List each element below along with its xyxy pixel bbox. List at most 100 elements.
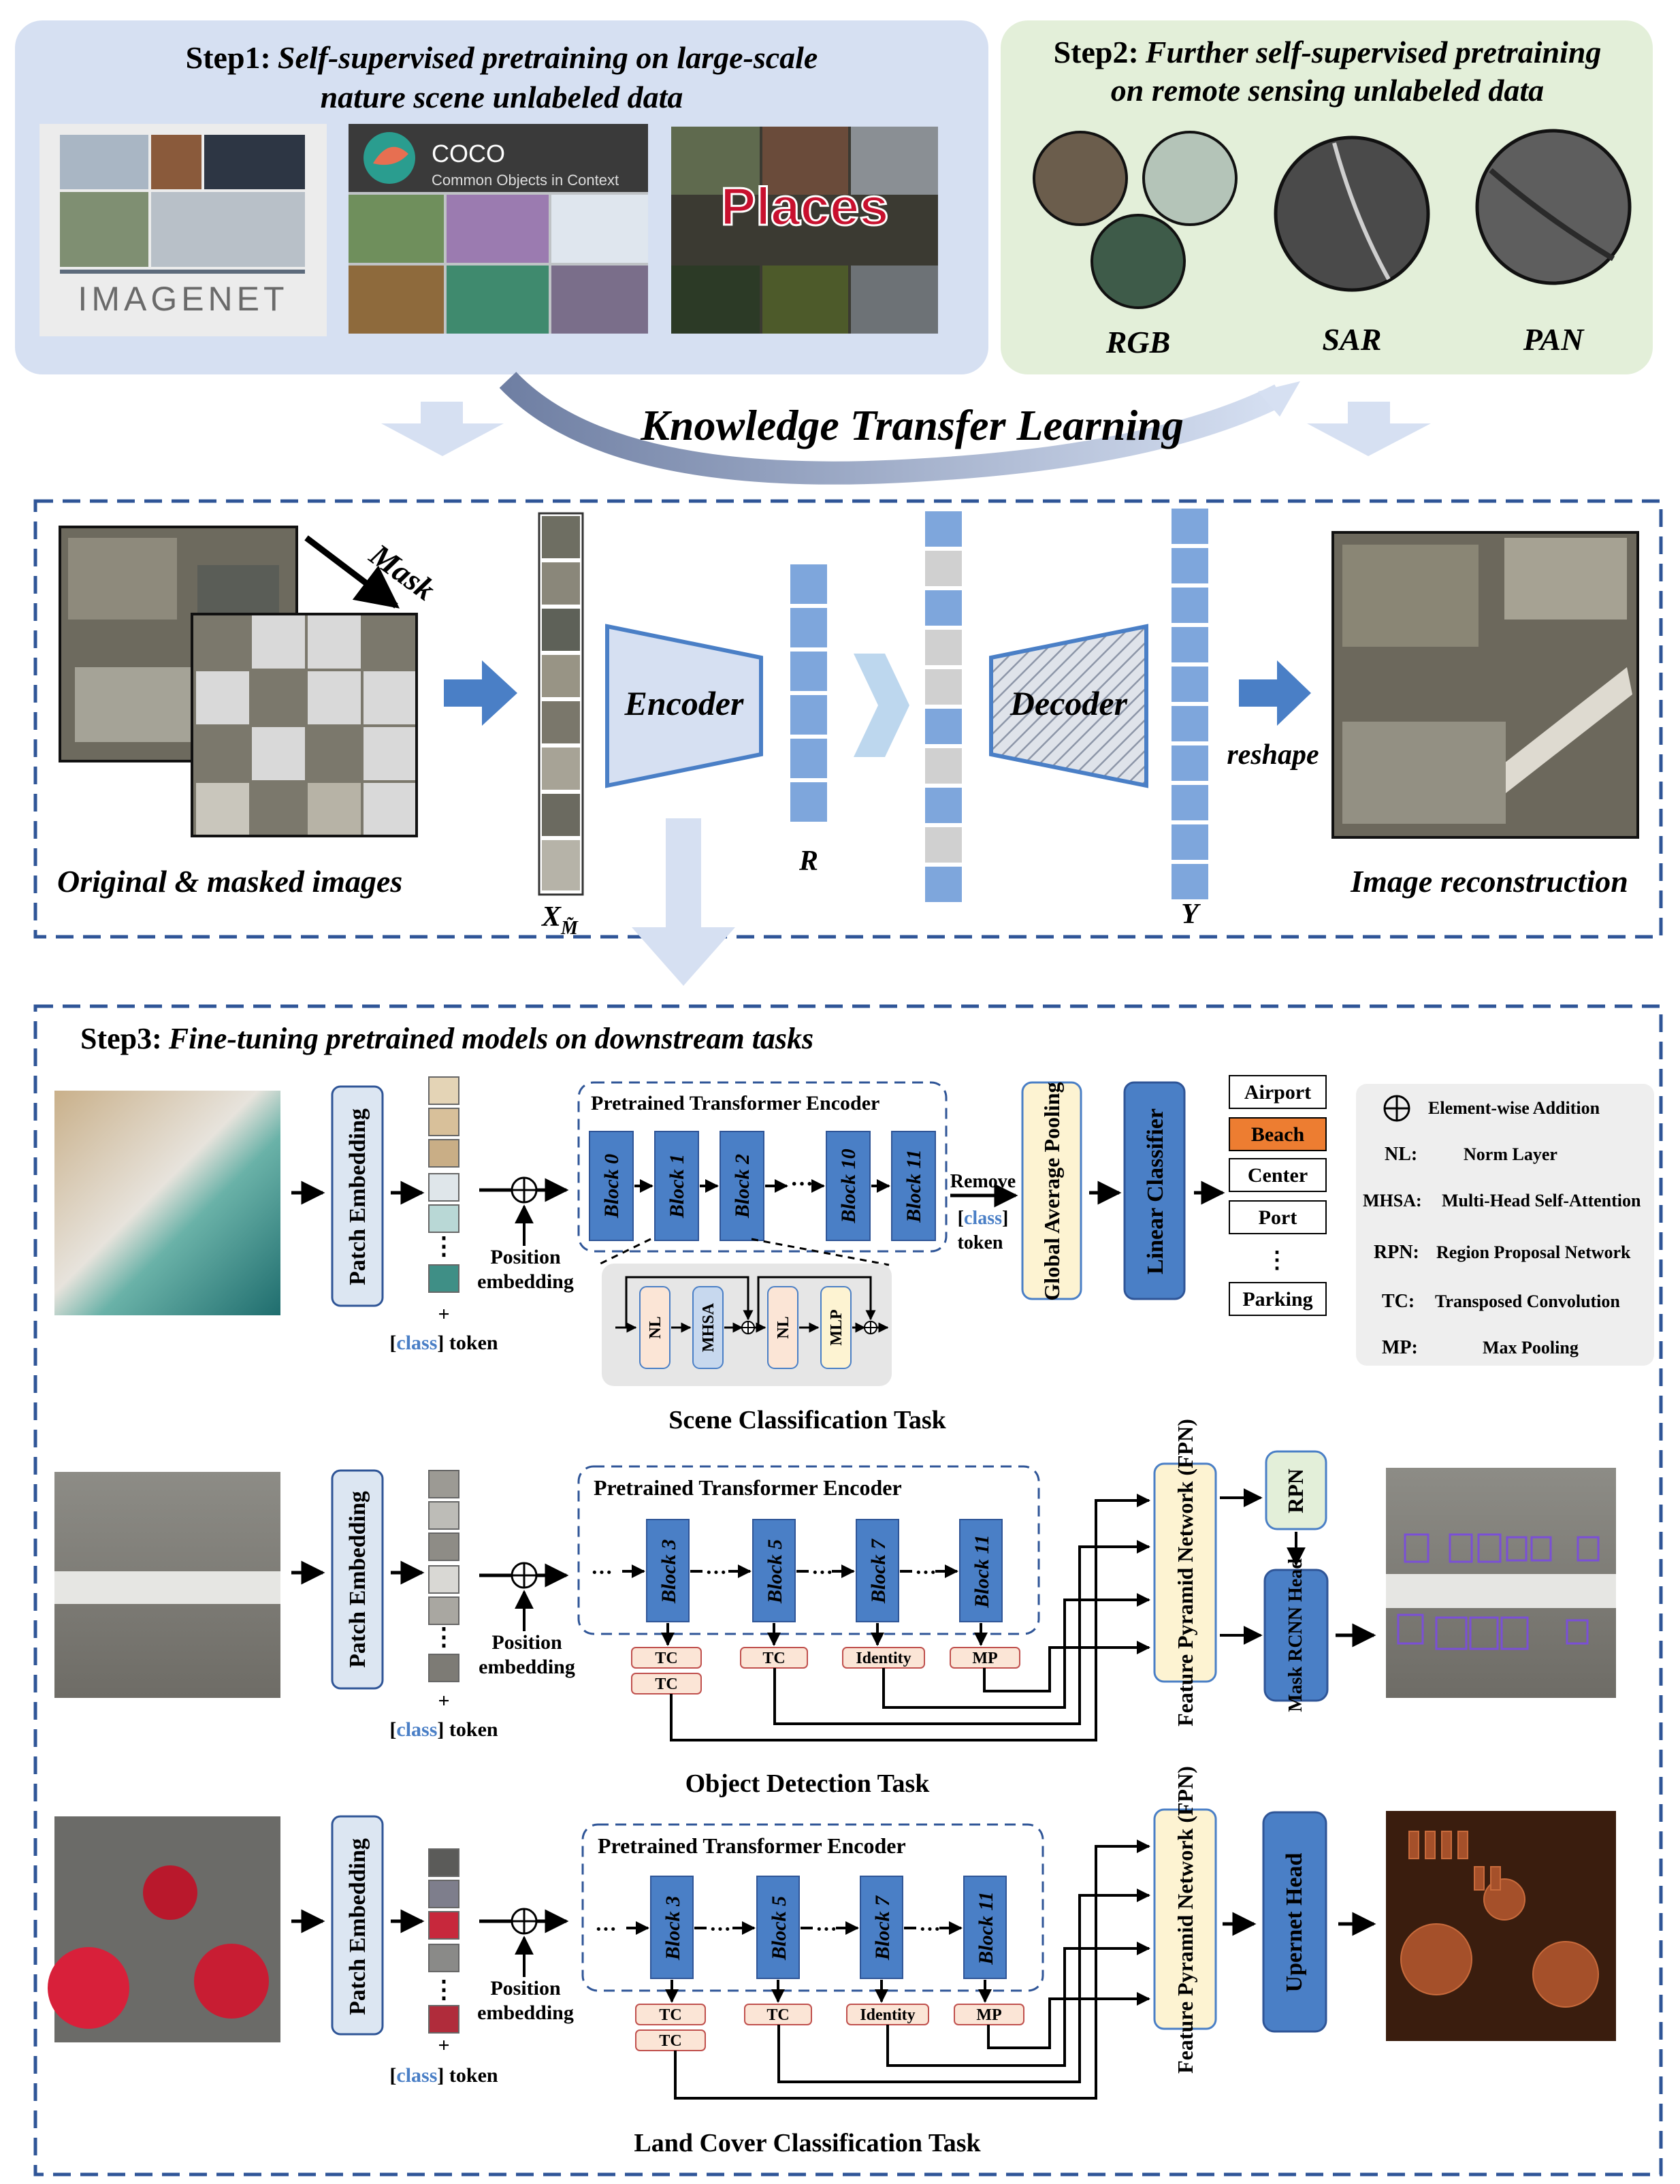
lc-token-ellipsis: ⋮ xyxy=(432,1976,456,2003)
output-token xyxy=(1170,586,1210,624)
op-label: TC xyxy=(659,2006,681,2024)
masked-image xyxy=(191,613,418,837)
output-token xyxy=(1170,784,1210,822)
mask-token xyxy=(924,549,963,588)
legend-panel xyxy=(1356,1084,1654,1366)
transfer-arrow-right xyxy=(1307,402,1431,456)
class-option xyxy=(1229,1117,1327,1151)
legend-desc-4: Transposed Convolution xyxy=(1435,1291,1620,1311)
mask-token xyxy=(924,826,963,864)
output-token xyxy=(1170,507,1210,545)
visible-patch-column xyxy=(538,512,584,896)
row-ellipsis: ··· xyxy=(815,1916,837,1941)
internal-op-box xyxy=(692,1286,724,1369)
op-label: TC xyxy=(766,2006,789,2024)
internal-op-label: MHSA xyxy=(700,1302,717,1352)
op-box xyxy=(631,1673,702,1695)
op-label: TC xyxy=(659,2032,681,2050)
output-token-column xyxy=(1170,507,1210,901)
modality-pan: PAN xyxy=(1523,322,1585,357)
legend-key-1: NL: xyxy=(1385,1144,1417,1165)
transfer-arc-head xyxy=(1258,381,1300,417)
internal-op-box xyxy=(767,1286,798,1369)
scene-encoder-title: Pretrained Transformer Encoder xyxy=(591,1092,879,1114)
zoom-line-right xyxy=(751,1238,890,1266)
remove-line3: token xyxy=(958,1232,1003,1253)
coco-logo-subtitle: Common Objects in Context xyxy=(432,172,619,189)
scene-input-image xyxy=(54,1091,280,1315)
encoder-block-label: Block 3 xyxy=(662,1896,684,1961)
row-ellipsis: ··· xyxy=(591,1560,613,1584)
internal-op-box xyxy=(639,1286,671,1369)
transfer-title: Knowledge Transfer Learning xyxy=(640,401,1184,449)
step2-title-line1: Step2:Further self-supervised pretrainin… xyxy=(1054,35,1602,69)
fpn-route xyxy=(983,1641,1150,1692)
lc-encoder-box xyxy=(581,1823,1044,1992)
latent-token xyxy=(789,737,828,780)
legend-key-3: RPN: xyxy=(1374,1242,1419,1263)
scene-class-plus: + xyxy=(438,1303,449,1326)
scene-block-label: Block 11 xyxy=(903,1149,925,1223)
scene-block xyxy=(654,1131,699,1241)
encoder-block xyxy=(963,1876,1007,1979)
encoded-token xyxy=(924,707,963,745)
encoder-block xyxy=(752,1519,796,1622)
reconstruction-caption: Image reconstruction xyxy=(1350,864,1628,899)
landcover-output-map xyxy=(1386,1811,1616,2041)
latent-token xyxy=(789,781,828,823)
places-collage: Places xyxy=(671,127,938,334)
internal-op-label: NL xyxy=(647,1316,664,1338)
step1-title-line1: Step1:Self-supervised pretraining on lar… xyxy=(186,40,818,75)
fpn-route xyxy=(882,1593,1150,1709)
coco-logo-title: COCO xyxy=(432,140,505,167)
det-block-row: ···Block 3···Block 5···Block 7···Block 1… xyxy=(591,1519,1003,1646)
encoder-shape xyxy=(605,624,763,788)
scene-encoder-box xyxy=(577,1081,948,1253)
encoded-token xyxy=(924,510,963,548)
class-option-label: Center xyxy=(1248,1164,1308,1187)
lc-patch-embedding xyxy=(331,1815,384,2036)
landcover-tree-2 xyxy=(194,1944,269,2019)
internal-op-box xyxy=(820,1286,852,1369)
op-label: Identity xyxy=(856,1650,911,1667)
legend-desc-1: Norm Layer xyxy=(1464,1144,1557,1164)
encoder-block-label: Block 3 xyxy=(658,1539,680,1604)
internal-op-label: NL xyxy=(775,1316,792,1338)
internal-op-label: MLP xyxy=(828,1309,845,1345)
det-token-ellipsis: ⋮ xyxy=(432,1623,456,1650)
det-encoder-box xyxy=(577,1465,1040,1635)
class-option xyxy=(1229,1200,1327,1234)
gap-label: Global Average Pooling xyxy=(1039,1082,1064,1300)
latent-token xyxy=(789,694,828,736)
lc-fpn-label: Feature Pyramid Network (FPN) xyxy=(1173,1766,1197,2074)
row-ellipsis: ··· xyxy=(811,1560,833,1584)
encoded-token xyxy=(924,865,963,903)
fpn-route xyxy=(777,1889,1150,2083)
op-label: MP xyxy=(972,1650,997,1667)
mask-label: Mask xyxy=(363,536,442,607)
det-token-column xyxy=(428,1470,459,1682)
decoder-shape xyxy=(989,624,1148,788)
lc-class-plus: + xyxy=(438,2034,449,2057)
det-patch-embedding-label: Patch Embedding xyxy=(345,1491,370,1668)
op-label: TC xyxy=(655,1650,677,1667)
scene-block-label: Block 1 xyxy=(666,1154,688,1219)
output-token xyxy=(1170,823,1210,861)
step3-panel xyxy=(33,1004,1663,2177)
encoder-block xyxy=(856,1519,899,1622)
legend-key-4: TC: xyxy=(1382,1291,1415,1312)
mask-token xyxy=(924,628,963,667)
mask-arrow xyxy=(304,535,400,609)
remove-line2: [class] xyxy=(958,1208,1009,1229)
reconstructed-image xyxy=(1331,531,1639,839)
mask-rcnn-head-label: Mask RCNN Head xyxy=(1285,1558,1306,1712)
scene-patch-embedding xyxy=(331,1085,384,1307)
row-ellipsis: ··· xyxy=(705,1560,727,1584)
encoder-block xyxy=(650,1876,694,1979)
coco-collage: COCO Common Objects in Context xyxy=(349,124,648,334)
det-pos-line2: embedding xyxy=(479,1656,575,1678)
scene-block-label: Block 10 xyxy=(837,1149,860,1223)
